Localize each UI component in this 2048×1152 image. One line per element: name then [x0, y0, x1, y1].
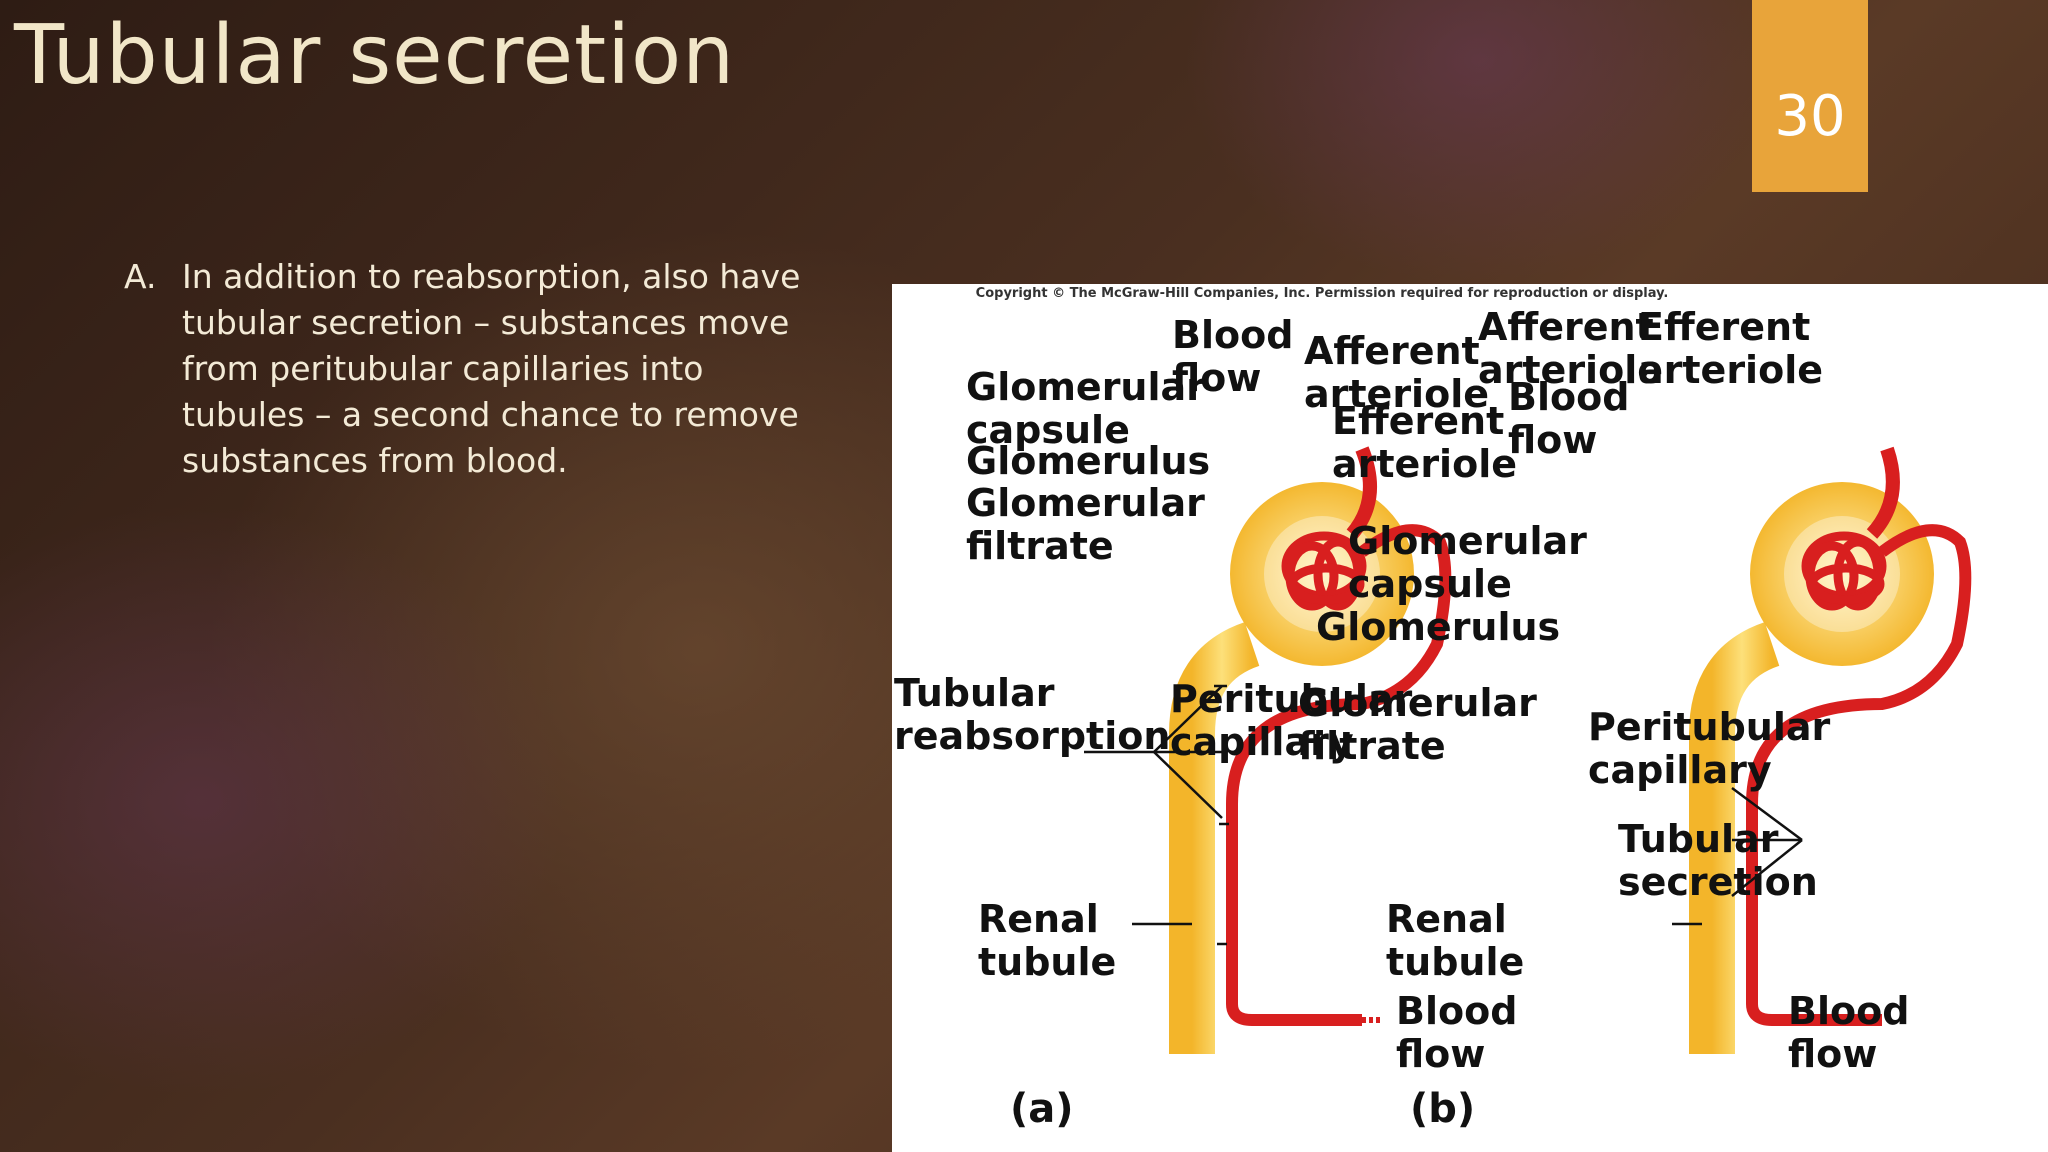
- label-a-afferent-arteriole: Afferent arteriole: [1304, 329, 1489, 416]
- label-b-renal-tubule: Renal tubule: [1386, 897, 1525, 984]
- panel-a-letter: (a): [1010, 1086, 1074, 1132]
- label-a-tubular-reabsorption: Tubular reabsorption: [894, 671, 1171, 758]
- label-b-peritubular-capillary: Peritubular capillary: [1588, 705, 1831, 792]
- label-b-efferent-arteriole: Efferent arteriole: [1638, 305, 1823, 392]
- figure-copyright: Copyright © The McGraw-Hill Companies, I…: [975, 286, 1669, 301]
- panel-b-letter: (b): [1410, 1086, 1476, 1132]
- label-a-glomerulus: Glomerulus: [966, 439, 1211, 483]
- label-b-tubular-secretion: Tubular secretion: [1618, 817, 1818, 904]
- label-b-glomerular-filtrate: Glomerular filtrate: [1298, 681, 1537, 768]
- label-a-blood-flow-top: Blood flow: [1172, 313, 1294, 400]
- label-b-blood-flow-bottom: Blood flow: [1788, 989, 1910, 1076]
- renal-tubule-b: [1689, 622, 1781, 1054]
- label-b-afferent-arteriole: Afferent arteriole: [1478, 305, 1663, 392]
- panel-a-diagram: [1084, 446, 1452, 1054]
- slide-title: Tubular secretion: [14, 8, 736, 103]
- label-a-efferent-arteriole: Efferent arteriole: [1332, 399, 1517, 486]
- bullet-text: In addition to reabsorption, also have t…: [182, 257, 801, 480]
- renal-tubule-a: [1169, 622, 1261, 1054]
- label-b-glomerular-capsule: Glomerular capsule: [1348, 519, 1587, 606]
- label-a-glomerular-filtrate: Glomerular filtrate: [966, 481, 1205, 568]
- efferent-arteriole-b: [1746, 524, 1972, 1026]
- label-b-glomerulus: Glomerulus: [1316, 605, 1561, 649]
- label-a-renal-tubule: Renal tubule: [978, 897, 1117, 984]
- label-a-blood-flow-bottom: Blood flow: [1396, 989, 1518, 1076]
- glomerulus-a: [1281, 531, 1367, 611]
- nephron-diagram: [1084, 446, 1972, 1054]
- label-a-glomerular-capsule: Glomerular capsule: [966, 365, 1205, 452]
- page-number-badge: 30: [1752, 0, 1868, 192]
- bullet-marker: A.: [124, 257, 157, 296]
- efferent-arteriole-a: [1226, 524, 1452, 1026]
- page-number: 30: [1774, 84, 1846, 149]
- nephron-figure: Copyright © The McGraw-Hill Companies, I…: [892, 284, 2048, 1152]
- afferent-arteriole-b: [1866, 446, 1900, 539]
- afferent-arteriole-a: [1346, 446, 1377, 539]
- label-b-blood-flow-top: Blood flow: [1508, 375, 1630, 462]
- panel-b-diagram: [1672, 446, 1972, 1054]
- glomerulus-b: [1801, 531, 1887, 611]
